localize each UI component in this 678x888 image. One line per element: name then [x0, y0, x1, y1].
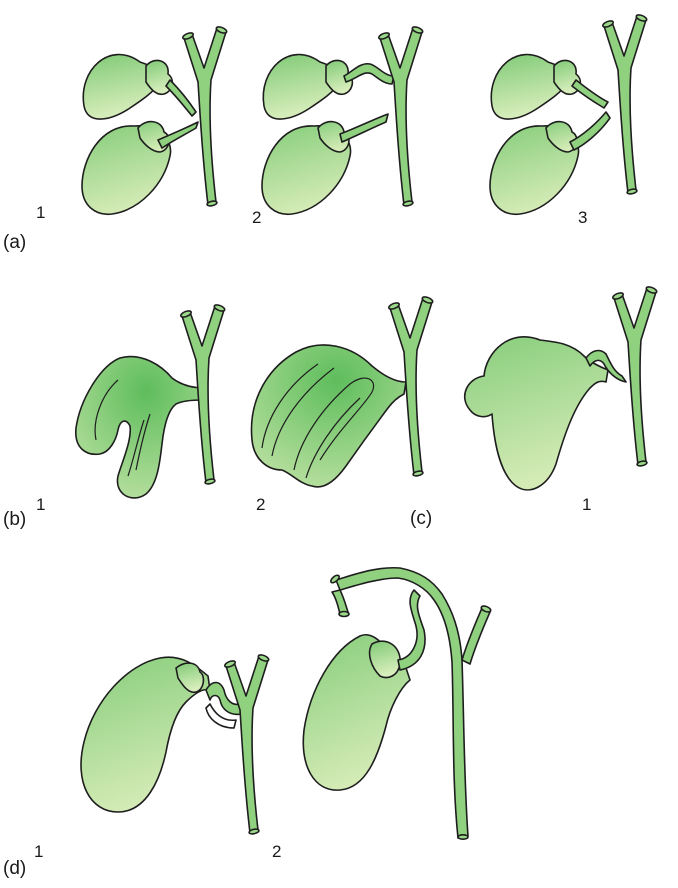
- label-b-variant-2: 2: [256, 495, 265, 515]
- label-b-variant-1: 1: [36, 495, 45, 515]
- panel-b: [76, 296, 434, 498]
- diagram-a1: [82, 26, 228, 215]
- diagram-c1: [465, 286, 658, 490]
- panel-label-a: (a): [3, 232, 26, 254]
- diagram-a3: [490, 14, 648, 215]
- panel-label-c: (c): [410, 508, 432, 530]
- panel-a: [82, 14, 648, 215]
- diagram-b2: [251, 296, 433, 487]
- label-a-variant-2: 2: [252, 208, 261, 228]
- label-a-variant-3: 3: [578, 208, 587, 228]
- label-d-variant-2: 2: [272, 842, 281, 862]
- label-c-variant-1: 1: [582, 495, 591, 515]
- panel-label-d: (d): [3, 858, 26, 880]
- diagram-b1: [76, 304, 226, 498]
- label-d-variant-1: 1: [34, 842, 43, 862]
- diagram-d1: [81, 654, 270, 835]
- diagram-d2: [303, 568, 491, 839]
- panel-d: [81, 568, 492, 839]
- diagram-a2: [262, 26, 424, 215]
- label-a-variant-1: 1: [36, 203, 45, 223]
- panel-c: [465, 286, 658, 490]
- panel-label-b: (b): [3, 509, 26, 531]
